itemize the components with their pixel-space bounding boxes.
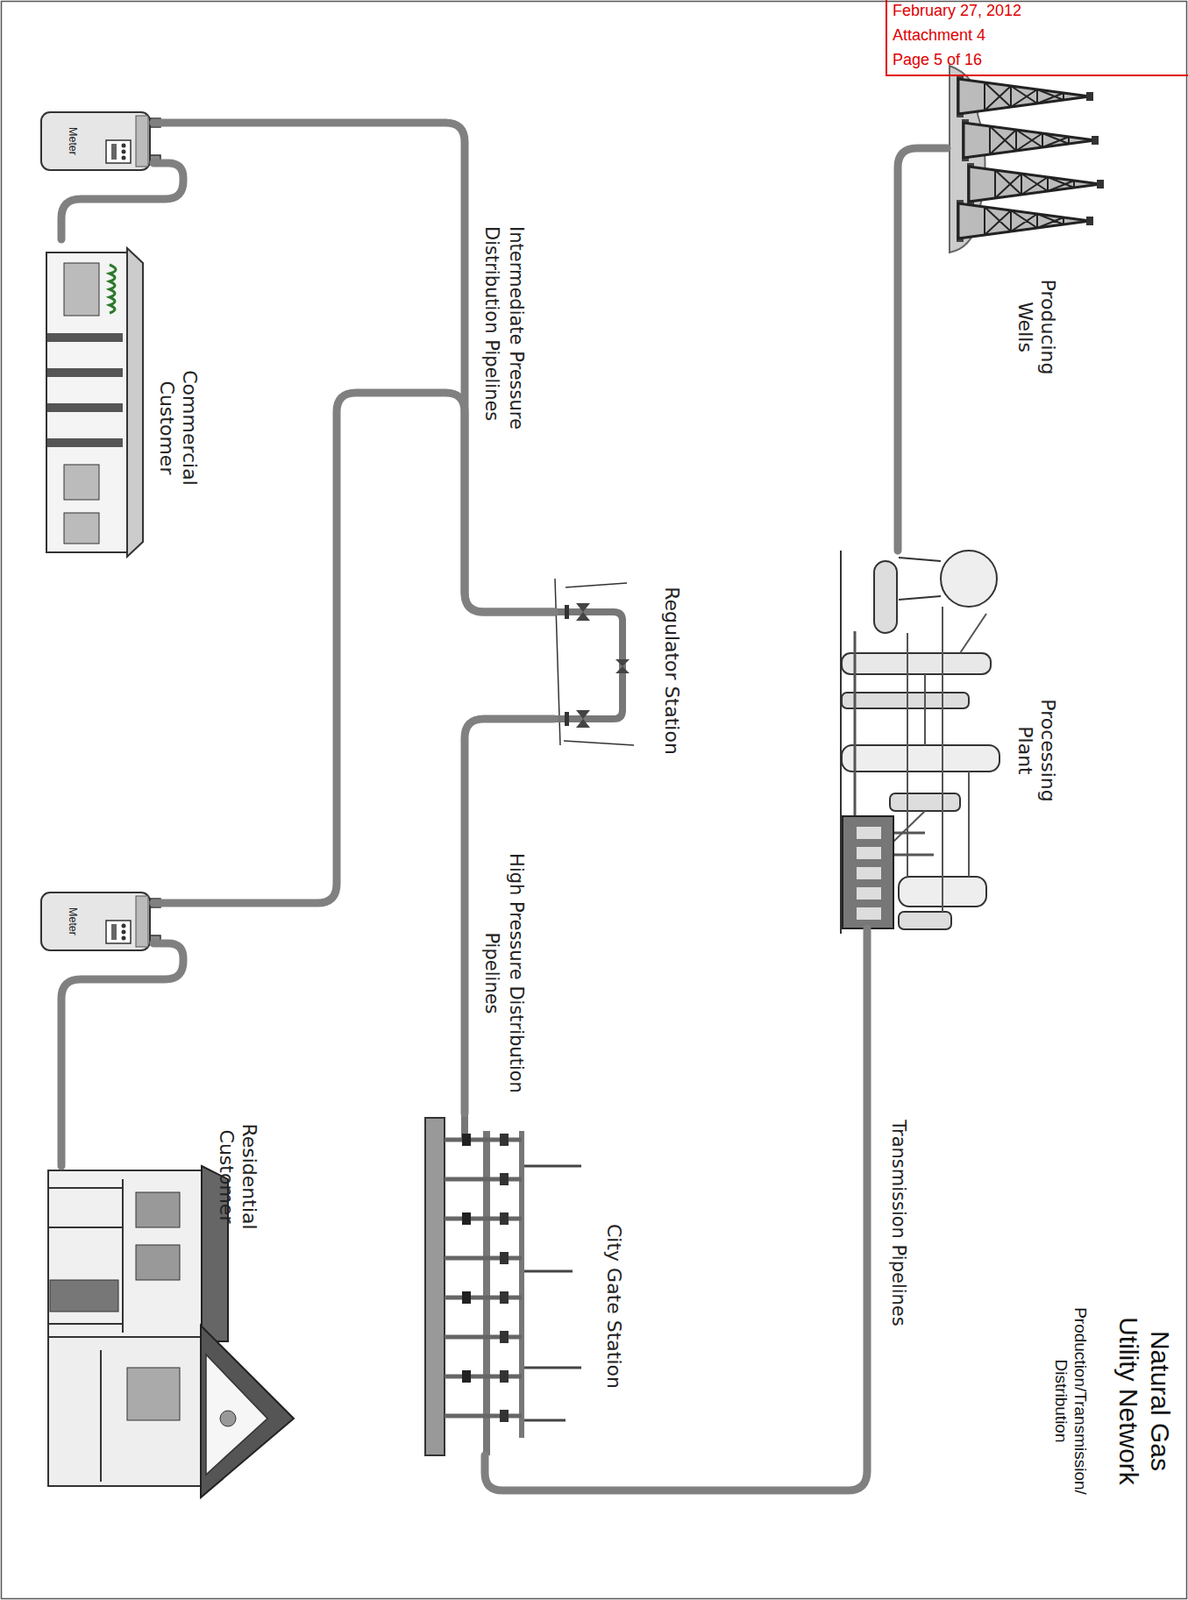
pipeline [61,943,184,1167]
pipeline-label: High Pressure Distribution Pipelines [479,841,529,1105]
pipeline [897,148,947,551]
facility-label: Commercial Customer [155,357,201,498]
regulator-illustration [554,578,634,746]
producing-wells: Producing Wells [946,61,1105,250]
facility-label: Processing Plant [1013,680,1060,821]
meter-label: Meter [65,112,80,171]
meter-label: Meter [65,892,80,951]
stamp-text: Attachment 4 [887,22,1188,48]
facility-label: City Gate Station [602,1201,626,1412]
wells-illustration [949,65,1104,253]
diagram-title: Natural Gas Utility Network [1112,1295,1176,1507]
facility-label: Producing Wells [1013,261,1060,393]
commercial-customer: Commercial Customer [43,239,145,560]
stamp-text: Page 5 of 16 [887,47,1188,72]
residential-customer: Residential Customer [43,1166,294,1495]
pipeline [153,392,555,904]
pipeline-label: Transmission Pipelines [886,1095,911,1351]
facility-label: Regulator Station [660,565,683,776]
gas-meter: Meter [41,112,154,171]
regulator-station: Regulator Station [554,569,638,737]
city-gate-illustration [425,1113,582,1456]
commercial-building-illustration [46,248,143,557]
pipeline-label: Intermediate Pressure Distribution Pipel… [479,226,529,490]
pipeline [484,928,868,1491]
processing-plant: Processing Plant [837,550,1009,929]
pipeline [464,718,555,1114]
document-stamp: February 27, 2012Attachment 4Page 5 of 1… [885,0,1188,77]
pipeline [61,163,184,240]
pipeline [153,122,555,612]
city-gate-station: City Gate Station [420,1113,592,1456]
gas-meter: Meter [41,892,154,951]
diagram-subtitle: Production/Transmission/ Distribution [1051,1287,1090,1516]
facility-label: Residential Customer [214,1106,261,1247]
plant-illustration [840,550,1000,934]
stamp-text: February 27, 2012 [887,0,1188,23]
